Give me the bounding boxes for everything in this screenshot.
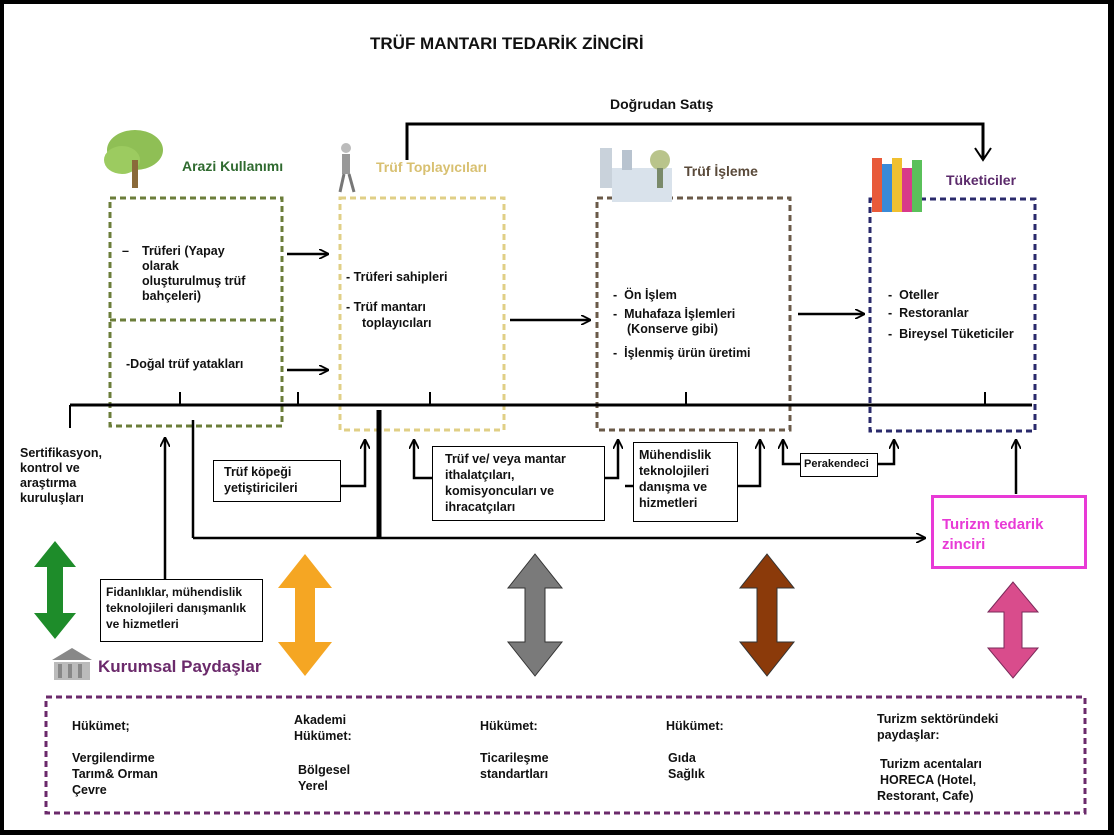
gatherers-item-2-label: Trüf mantarı bbox=[353, 300, 426, 314]
gatherers-title: Trüf Toplayıcıları bbox=[376, 159, 487, 175]
stakeholder-2-body-1: Bölgesel bbox=[298, 763, 351, 777]
consumers-item-3-label: Bireysel Tüketiciler bbox=[899, 327, 1014, 341]
stakeholder-4-head: Hükümet: bbox=[666, 719, 724, 733]
stakeholders-box bbox=[44, 695, 1087, 815]
processing-title: Trüf İşleme bbox=[684, 163, 758, 179]
land-item-1: Trüferi (Yapay bbox=[142, 244, 225, 258]
direct-sales-line bbox=[405, 122, 985, 160]
traders-line-4: ihracatçıları bbox=[445, 500, 516, 514]
stakeholder-4-body-2: Sağlık bbox=[668, 767, 705, 781]
retail-label: Perakendeci bbox=[804, 458, 869, 470]
stakeholder-1-head: Hükümet; bbox=[72, 719, 130, 733]
gatherers-item-1: - Trüferi sahipleri bbox=[346, 270, 448, 284]
consumers-item-2: - Restoranlar bbox=[888, 306, 969, 320]
stakeholder-2-head-2: Hükümet: bbox=[294, 729, 352, 743]
consumers-item-3: - Bireysel Tüketiciler bbox=[888, 327, 1014, 341]
stakeholders-title: Kurumsal Paydaşlar bbox=[98, 657, 262, 676]
factory-icon bbox=[600, 148, 672, 202]
institution-icon bbox=[52, 648, 92, 680]
stakeholder-1-body-3: Çevre bbox=[72, 783, 107, 797]
diagram-canvas bbox=[4, 4, 1108, 830]
processing-item-3: (Konserve gibi) bbox=[627, 322, 718, 336]
engineering-line-1: Mühendislik bbox=[639, 448, 712, 462]
brown-double-arrow bbox=[738, 553, 796, 677]
dog-breeders-line-2: yetiştiricileri bbox=[224, 481, 298, 495]
nursery-line-1: Fidanlıklar, mühendislik bbox=[106, 585, 243, 599]
stakeholder-5-head-2: paydaşlar: bbox=[877, 728, 940, 742]
consumers-box bbox=[868, 197, 1037, 433]
nursery-line-3: ve hizmetleri bbox=[106, 617, 179, 631]
gatherers-item-3: toplayıcıları bbox=[362, 316, 432, 330]
stakeholder-2-body-2: Yerel bbox=[298, 779, 328, 793]
nursery-box: Fidanlıklar, mühendislik teknolojileri d… bbox=[100, 579, 263, 642]
gatherers-item-1-label: Trüferi sahipleri bbox=[353, 270, 448, 284]
traders-line-3: komisyoncuları ve bbox=[445, 484, 555, 498]
processing-item-2: - Muhafaza İşlemleri bbox=[613, 307, 736, 321]
certification-line-4: kuruluşları bbox=[20, 491, 84, 505]
tourism-box: Turizm tedarik zinciri bbox=[931, 495, 1087, 569]
processing-item-2-label: Muhafaza İşlemleri bbox=[624, 307, 736, 321]
gatherers-item-2: - Trüf mantarı bbox=[346, 300, 426, 314]
consumers-item-1-label: Oteller bbox=[899, 288, 939, 302]
gatherers-box bbox=[338, 196, 506, 432]
certification-line-1: Sertifikasyon, bbox=[20, 446, 102, 460]
dog-breeders-box: Trüf köpeği yetiştiricileri bbox=[213, 460, 341, 502]
consumers-item-1: - Oteller bbox=[888, 288, 939, 302]
land-natural: -Doğal trüf yatakları bbox=[126, 357, 244, 371]
certification-line-2: kontrol ve bbox=[20, 461, 80, 475]
traders-line-1: Trüf ve/ veya mantar bbox=[445, 452, 566, 466]
land-use-title: Arazi Kullanımı bbox=[182, 158, 284, 174]
engineering-line-4: hizmetleri bbox=[639, 496, 698, 510]
land-dash: – bbox=[122, 244, 129, 258]
stakeholder-5-body-1: Turizm acentaları bbox=[880, 757, 982, 771]
orange-double-arrow bbox=[278, 554, 332, 676]
land-item-4: bahçeleri) bbox=[142, 289, 202, 303]
tree-icon bbox=[104, 130, 163, 188]
processing-item-4-label: İşlenmiş ürün üretimi bbox=[624, 346, 751, 360]
stakeholder-5-body-3: Restorant, Cafe) bbox=[877, 789, 974, 803]
direct-sales-label: Doğrudan Satış bbox=[610, 96, 714, 112]
stakeholder-1-body-1: Vergilendirme bbox=[72, 751, 155, 765]
stakeholder-3-body-1: Ticarileşme bbox=[480, 751, 549, 765]
processing-item-4: - İşlenmiş ürün üretimi bbox=[613, 346, 751, 360]
stakeholder-1-body-2: Tarım& Orman bbox=[72, 767, 158, 781]
diagram-title: TRÜF MANTARI TEDARİK ZİNCİRİ bbox=[370, 34, 644, 53]
pink-double-arrow bbox=[986, 581, 1040, 679]
green-double-arrow bbox=[34, 541, 76, 639]
engineering-box: Mühendislik teknolojileri danışma ve hiz… bbox=[633, 442, 738, 522]
traders-line-2: ithalatçıları, bbox=[445, 468, 515, 482]
dog-breeders-line-1: Trüf köpeği bbox=[224, 465, 292, 479]
processing-box bbox=[595, 196, 792, 432]
tourism-line-2: zinciri bbox=[942, 536, 986, 553]
stakeholder-2-head-1: Akademi bbox=[294, 713, 347, 727]
consumers-item-2-label: Restoranlar bbox=[899, 306, 969, 320]
gatherer-person-icon bbox=[338, 143, 356, 193]
stakeholder-3-head: Hükümet: bbox=[480, 719, 538, 733]
land-item-2: olarak bbox=[142, 259, 179, 273]
land-item-3: oluşturulmuş trüf bbox=[142, 274, 246, 288]
engineering-line-3: danışma ve bbox=[639, 480, 708, 494]
stakeholder-3-body-2: standartları bbox=[480, 767, 549, 781]
retail-box: Perakendeci bbox=[800, 453, 878, 477]
stakeholder-5-body-2: HORECA (Hotel, bbox=[880, 773, 977, 787]
tourism-line-1: Turizm tedarik bbox=[942, 516, 1044, 533]
stakeholder-5-head-1: Turizm sektöründeki bbox=[877, 712, 999, 726]
engineering-line-2: teknolojileri bbox=[639, 464, 710, 478]
gray-double-arrow bbox=[506, 553, 564, 677]
traders-box: Trüf ve/ veya mantar ithalatçıları, komi… bbox=[432, 446, 605, 521]
consumers-title: Tüketiciler bbox=[946, 172, 1017, 188]
land-use-box bbox=[108, 196, 284, 428]
land-natural-label: Doğal trüf yatakları bbox=[130, 357, 244, 371]
consumers-icon bbox=[872, 158, 922, 212]
certification-line-3: araştırma bbox=[20, 476, 77, 490]
stakeholder-4-body-1: Gıda bbox=[668, 751, 696, 765]
nursery-line-2: teknolojileri danışmanlık bbox=[106, 601, 247, 615]
processing-item-1: - Ön İşlem bbox=[613, 288, 677, 302]
processing-item-1-label: Ön İşlem bbox=[624, 288, 677, 302]
